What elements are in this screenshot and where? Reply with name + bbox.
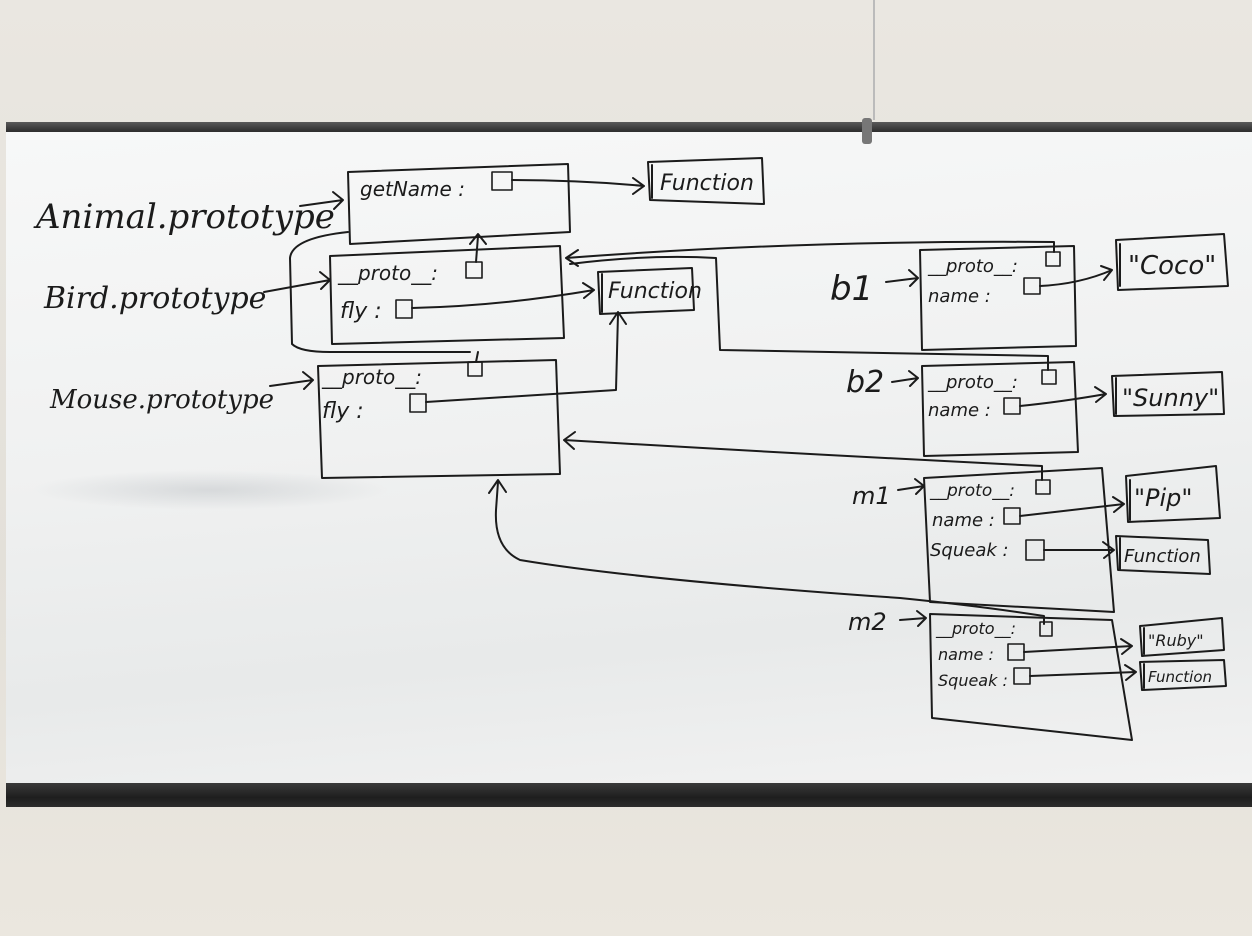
arrow-mouse-proto-bird [475,351,479,363]
pointer-bird-proto [465,261,483,279]
label-m1: m1 [852,482,891,510]
whiteboard-clip [862,118,872,144]
sunny-box [1111,371,1225,417]
arrow-getname-function [511,177,645,195]
pointer-m1-proto [1035,479,1051,495]
arrow-m1-name-pip [1019,496,1125,517]
b2-field-proto: __proto__: [927,372,1018,393]
pip-box [1125,465,1221,523]
value-pip: "Pip" [1134,484,1192,512]
label-arrows [263,191,344,390]
b2-field-name: name : [928,400,991,421]
value-coco: "Coco" [1128,251,1216,281]
pointer-m1-name [1003,507,1021,525]
pointer-b1-proto [1045,251,1061,267]
arrow-b1 [885,269,919,287]
function-box-2 [597,267,695,315]
arrow-b2-name-sunny [1019,386,1107,407]
coco-box [1115,233,1229,291]
whiteboard-top-rail [6,122,1252,134]
whiteboard-tray [6,783,1252,807]
value-sunny: "Sunny" [1122,384,1219,412]
m1-field-name: name : [932,510,995,531]
arrow-m2 [899,610,927,627]
function-box-m1 [1115,535,1211,575]
value-ruby: "Ruby" [1148,631,1204,650]
label-m2: m2 [848,608,887,636]
bird-field-fly: fly : [340,299,382,324]
m1-field-squeak: Squeak : [930,540,1009,561]
mouse-field-proto: __proto__: [321,365,422,389]
value-function-m2: Function [1148,668,1212,686]
bird-prototype-box [329,245,565,345]
ruby-box [1139,617,1225,657]
animal-prototype-box [347,163,571,245]
arrow-m2-proto-mouse [488,479,1045,625]
arrow-m1 [897,478,925,495]
arrow-b2-proto-bird [569,255,1049,371]
label-b1: b1 [830,269,873,309]
arrow-m2-squeak-function [1029,664,1137,681]
label-b2: b2 [846,365,884,400]
function-box-m2 [1139,659,1227,691]
arrow-b2 [891,370,919,387]
pointer-m2-name [1007,643,1025,661]
arrow-m2-name-ruby [1023,638,1133,655]
value-function-1: Function [660,171,754,196]
function-box-1 [647,157,765,205]
arrow-bird-proto-animal [469,233,487,263]
arrow-m1-squeak-function [1043,541,1115,559]
label-bird-prototype: Bird.prototype [43,281,266,316]
mouse-field-fly: fly : [322,399,364,424]
pointer-b2-proto [1041,369,1057,385]
b1-field-proto: __proto__: [927,256,1018,277]
arrow-mouse-fly-function [425,311,627,403]
m2-field-squeak: Squeak : [938,671,1008,690]
pointer-b1-name [1023,277,1041,295]
m2-field-name: name : [938,645,994,664]
pointer-m2-squeak [1013,667,1031,685]
arrow-m1-proto-mouse [563,431,1043,481]
m2-field-proto: __proto__: [935,619,1016,639]
whiteboard-smudge [30,470,390,510]
pointer-m2-proto [1039,621,1053,637]
pointer-getname [491,171,513,191]
value-function-2: Function [608,279,702,304]
arrow-b1-name-coco [1039,265,1113,287]
pointer-mouse-proto [467,361,483,377]
label-mouse-prototype: Mouse.prototype [49,385,274,415]
bird-field-proto: __proto__: [337,261,438,285]
arrow-bird-fly-function [411,282,595,309]
pointer-b2-name [1003,397,1021,415]
pointer-m1-squeak [1025,539,1045,561]
power-cord [873,0,875,120]
pointer-bird-fly [395,299,413,319]
field-getname: getName : [360,177,465,201]
b1-field-name: name : [928,286,991,307]
label-animal-prototype: Animal.prototype [33,197,335,237]
m1-field-proto: __proto__: [929,481,1015,501]
b2-box [921,361,1079,457]
bird-box-loop [289,231,471,353]
value-function-m1: Function [1124,546,1201,567]
pointer-mouse-fly [409,393,427,413]
m2-box [929,613,1133,741]
b1-box [919,245,1077,351]
